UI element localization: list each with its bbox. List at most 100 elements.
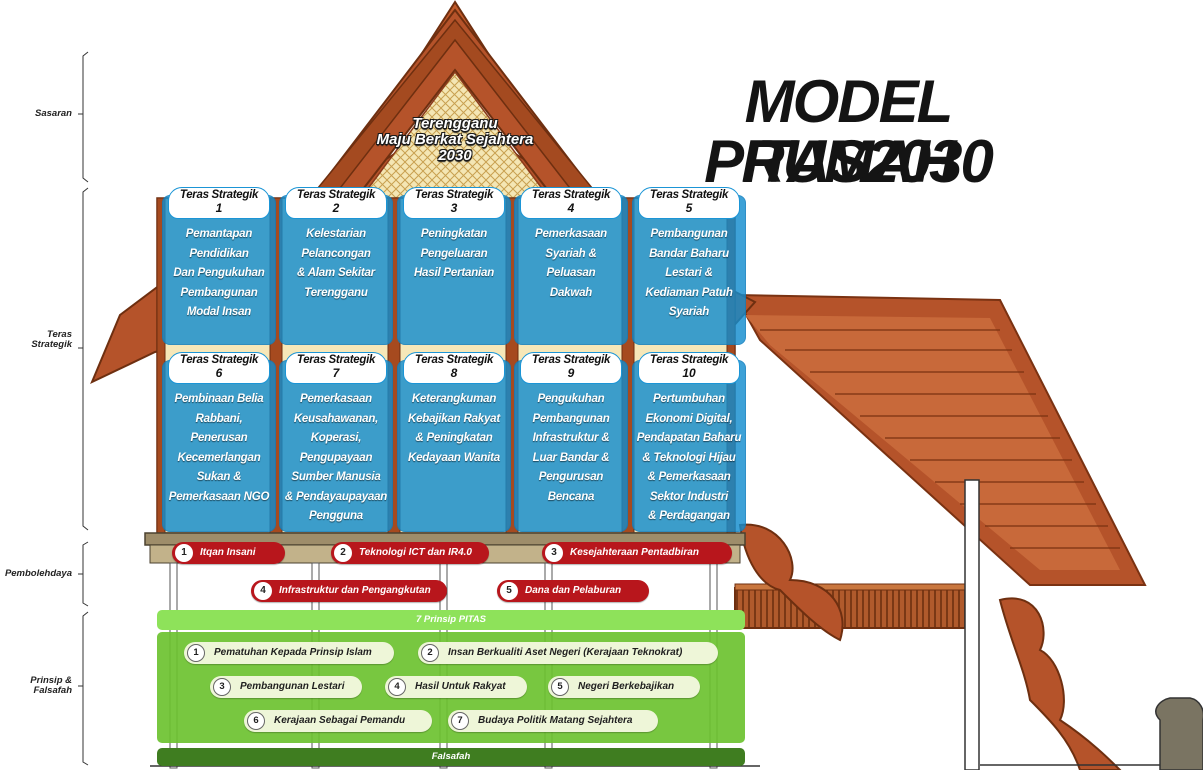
pembolehdaya-number: 3 [545, 544, 563, 562]
teras-card-label: Teras Strategik [649, 354, 729, 366]
falsafah-label: Falsafah [431, 751, 471, 762]
goal-line3: 2030 [438, 147, 472, 164]
goal-statement: Terengganu Maju Berkat Sejahtera 2030 [365, 116, 545, 164]
prinsip-header-label: 7 Prinsip PITAS [415, 614, 487, 625]
pembolehdaya-text: Kesejahteraan Pentadbiran [570, 547, 699, 558]
pembolehdaya-text: Teknologi ICT dan IR4.0 [359, 547, 472, 558]
prinsip-header-bar: 7 Prinsip PITAS [157, 610, 745, 630]
pembolehdaya-text: Dana dan Pelaburan [525, 585, 622, 596]
pembolehdaya-item-2: 2 Teknologi ICT dan IR4.0 [331, 542, 489, 564]
teras-card-label: Teras Strategik [414, 189, 494, 201]
goal-line1: Terengganu [412, 115, 498, 132]
prinsip-item-6: 6 Kerajaan Sebagai Pemandu [244, 710, 432, 732]
teras-card-label: Teras Strategik [414, 354, 494, 366]
prinsip-text: Negeri Berkebajikan [578, 681, 675, 692]
prinsip-item-4: 4 Hasil Untuk Rakyat [385, 676, 527, 698]
prinsip-text: Budaya Politik Matang Sejahtera [478, 715, 633, 726]
prinsip-number: 5 [551, 678, 569, 696]
teras-card-number: 3 [450, 201, 458, 215]
prinsip-number: 7 [451, 712, 469, 730]
teras-card-number: 8 [450, 366, 458, 380]
prinsip-text: Hasil Untuk Rakyat [415, 681, 506, 692]
teras-card-text: Pemerkasaan Keusahawanan, Koperasi, Peng… [284, 393, 388, 522]
prinsip-text: Insan Berkualiti Aset Negeri (Kerajaan T… [448, 647, 683, 658]
side-label-pembolehdaya: Pembolehdaya [4, 568, 72, 579]
prinsip-number: 4 [388, 678, 406, 696]
teras-card-text: Pengukuhan Pembangunan Infrastruktur & L… [532, 393, 610, 503]
prinsip-number: 1 [187, 644, 205, 662]
prinsip-item-5: 5 Negeri Berkebajikan [548, 676, 700, 698]
teras-card-number: 4 [567, 201, 575, 215]
teras-card-number: 2 [332, 201, 340, 215]
side-label-teras: Teras Strategik [31, 329, 72, 350]
pembolehdaya-number: 5 [500, 582, 518, 600]
teras-card-label: Teras Strategik [531, 354, 611, 366]
teras-card-text: Pembinaan Belia Rabbani, Penerusan Kecem… [168, 393, 270, 503]
teras-card-label: Teras Strategik [296, 354, 376, 366]
teras-card-text: Pembangunan Bandar Baharu Lestari & Kedi… [645, 228, 733, 318]
pembolehdaya-item-5: 5 Dana dan Pelaburan [497, 580, 649, 602]
pembolehdaya-number: 2 [334, 544, 352, 562]
teras-card-text: Pemerkasaan Syariah & Peluasan Dakwah [535, 228, 607, 299]
teras-card-text: Pemantapan Pendidikan Dan Pengukuhan Pem… [173, 228, 265, 318]
teras-card-number: 5 [685, 201, 693, 215]
prinsip-number: 3 [213, 678, 231, 696]
teras-card-number: 6 [215, 366, 223, 380]
teras-card-label: Teras Strategik [179, 189, 259, 201]
prinsip-number: 2 [421, 644, 439, 662]
teras-card-label: Teras Strategik [179, 354, 259, 366]
teras-card-text: Keterangkuman Kebajikan Rakyat & Peningk… [407, 393, 501, 464]
side-label-prinsip: Prinsip & Falsafah [30, 675, 72, 696]
teras-card-text: Pertumbuhan Ekonomi Digital, Pendapatan … [636, 393, 742, 522]
side-label-sasaran: Sasaran [35, 108, 72, 119]
teras-card-number: 9 [567, 366, 575, 380]
page-title-line2: PITAS2030 [704, 128, 994, 195]
prinsip-number: 6 [247, 712, 265, 730]
prinsip-text: Pembangunan Lestari [240, 681, 345, 692]
pembolehdaya-item-3: 3 Kesejahteraan Pentadbiran [542, 542, 732, 564]
teras-card-text: Peningkatan Pengeluaran Hasil Pertanian [413, 228, 495, 279]
falsafah-bar: Falsafah [157, 748, 745, 766]
teras-card-label: Teras Strategik [649, 189, 729, 201]
pembolehdaya-number: 4 [254, 582, 272, 600]
house-right-wing [733, 293, 1203, 770]
goal-line2: Maju Berkat Sejahtera [376, 131, 534, 148]
prinsip-item-7: 7 Budaya Politik Matang Sejahtera [448, 710, 658, 732]
teras-card-number: 10 [682, 366, 696, 380]
pembolehdaya-item-4: 4 Infrastruktur dan Pengangkutan [251, 580, 447, 602]
pembolehdaya-text: Itqan Insani [200, 547, 256, 558]
prinsip-text: Kerajaan Sebagai Pemandu [274, 715, 406, 726]
teras-card-number: 7 [332, 366, 340, 380]
house-gable [298, 0, 612, 215]
teras-card-number: 1 [215, 201, 223, 215]
prinsip-text: Pematuhan Kepada Prinsip Islam [214, 647, 372, 658]
section-brackets [78, 51, 89, 766]
prinsip-item-2: 2 Insan Berkualiti Aset Negeri (Kerajaan … [418, 642, 718, 664]
pembolehdaya-text: Infrastruktur dan Pengangkutan [279, 585, 431, 596]
prinsip-item-3: 3 Pembangunan Lestari [210, 676, 362, 698]
prinsip-item-1: 1 Pematuhan Kepada Prinsip Islam [184, 642, 394, 664]
teras-card-label: Teras Strategik [531, 189, 611, 201]
teras-card-text: Kelestarian Pelancongan & Alam Sekitar T… [297, 228, 375, 299]
